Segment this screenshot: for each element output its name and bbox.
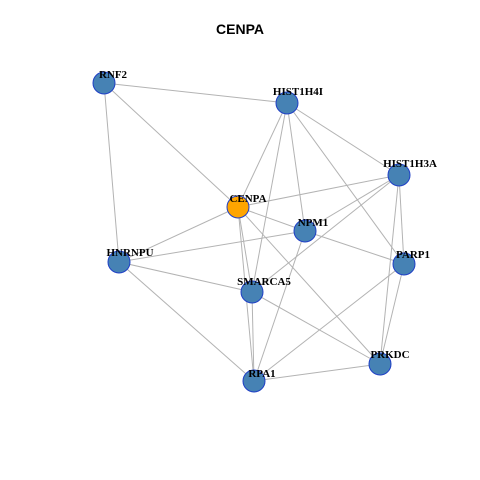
node-hnrnpu[interactable] — [107, 250, 131, 274]
node-label-rpa1: RPA1 — [248, 368, 275, 380]
node-label-hnrnpu: HNRNPU — [106, 247, 153, 259]
edge-cenpa-hnrnpu — [118, 206, 239, 263]
edge-smarca5-prkdc — [251, 291, 381, 365]
node-npm1[interactable] — [293, 219, 317, 243]
edge-layer — [103, 82, 405, 382]
edge-rnf2-cenpa — [103, 82, 239, 208]
node-label-smarca5: SMARCA5 — [237, 276, 291, 288]
node-label-rnf2: RNF2 — [99, 69, 128, 81]
edge-hist1h3a-smarca5 — [251, 174, 400, 293]
edge-parp1-prkdc — [379, 263, 405, 365]
edge-cenpa-prkdc — [237, 206, 381, 365]
edge-hist1h3a-prkdc — [379, 174, 400, 365]
edge-hist1h3a-cenpa — [237, 174, 400, 208]
edge-hnrnpu-rpa1 — [118, 261, 255, 382]
edge-hist1h4i-hist1h3a — [286, 102, 400, 176]
edge-cenpa-npm1 — [237, 206, 306, 232]
edge-prkdc-rpa1 — [253, 363, 381, 382]
edge-npm1-rpa1 — [253, 230, 306, 382]
edge-hist1h3a-npm1 — [304, 174, 400, 232]
node-cenpa[interactable] — [226, 195, 250, 219]
node-layer — [92, 71, 416, 393]
node-label-prkdc: PRKDC — [370, 349, 409, 361]
edge-hnrnpu-smarca5 — [118, 261, 253, 293]
node-label-npm1: NPM1 — [298, 217, 329, 229]
node-rpa1[interactable] — [242, 369, 266, 393]
node-label-parp1: PARP1 — [396, 249, 430, 261]
node-rnf2[interactable] — [92, 71, 116, 95]
edge-npm1-parp1 — [304, 230, 405, 265]
edge-cenpa-smarca5 — [237, 206, 253, 293]
node-smarca5[interactable] — [240, 280, 264, 304]
node-hist1h4i[interactable] — [275, 91, 299, 115]
edge-npm1-hnrnpu — [118, 230, 306, 263]
edge-hist1h4i-smarca5 — [251, 102, 288, 293]
node-parp1[interactable] — [392, 252, 416, 276]
edge-rnf2-hist1h4i — [103, 82, 288, 104]
edge-hist1h3a-parp1 — [398, 174, 405, 265]
edge-rnf2-hnrnpu — [103, 82, 120, 263]
node-label-cenpa: CENPA — [229, 193, 266, 205]
edge-smarca5-rpa1 — [251, 291, 255, 382]
edge-parp1-rpa1 — [253, 263, 405, 382]
node-label-hist1h4i: HIST1H4I — [273, 86, 323, 98]
edge-hist1h4i-npm1 — [286, 102, 306, 232]
chart-title: CENPA — [216, 21, 264, 37]
edge-hist1h4i-cenpa — [237, 102, 288, 208]
node-hist1h3a[interactable] — [387, 163, 411, 187]
node-label-hist1h3a: HIST1H3A — [383, 158, 437, 170]
edge-hist1h4i-parp1 — [286, 102, 405, 265]
node-prkdc[interactable] — [368, 352, 392, 376]
